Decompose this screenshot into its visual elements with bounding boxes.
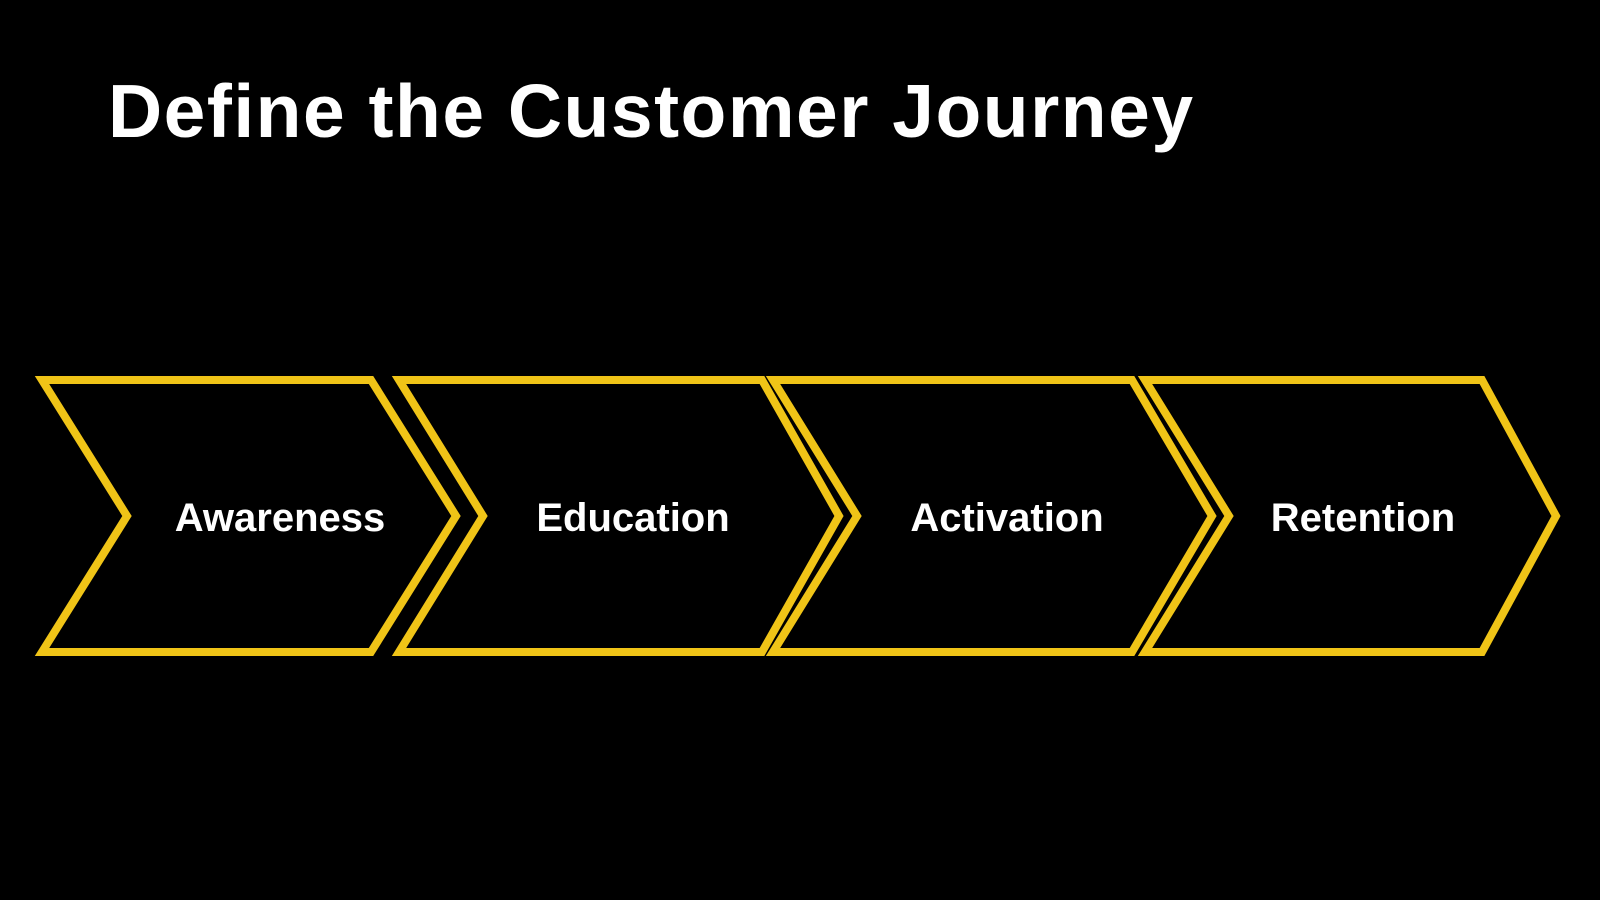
stage-label: Awareness bbox=[175, 496, 386, 540]
chevron-arrow-shape bbox=[391, 376, 844, 656]
stage-activation: Activation bbox=[765, 376, 1217, 656]
stage-label: Activation bbox=[910, 496, 1103, 540]
chevron-arrow-shape bbox=[1137, 376, 1561, 656]
slide-title: Define the Customer Journey bbox=[108, 69, 1195, 153]
stage-awareness: Awareness bbox=[34, 376, 461, 656]
stage-retention: Retention bbox=[1137, 376, 1561, 656]
stage-label: Retention bbox=[1271, 496, 1455, 540]
chevron-arrow-shape bbox=[34, 376, 461, 656]
stage-education: Education bbox=[391, 376, 844, 656]
chevron-arrow-shape bbox=[765, 376, 1217, 656]
stage-label: Education bbox=[536, 496, 729, 540]
